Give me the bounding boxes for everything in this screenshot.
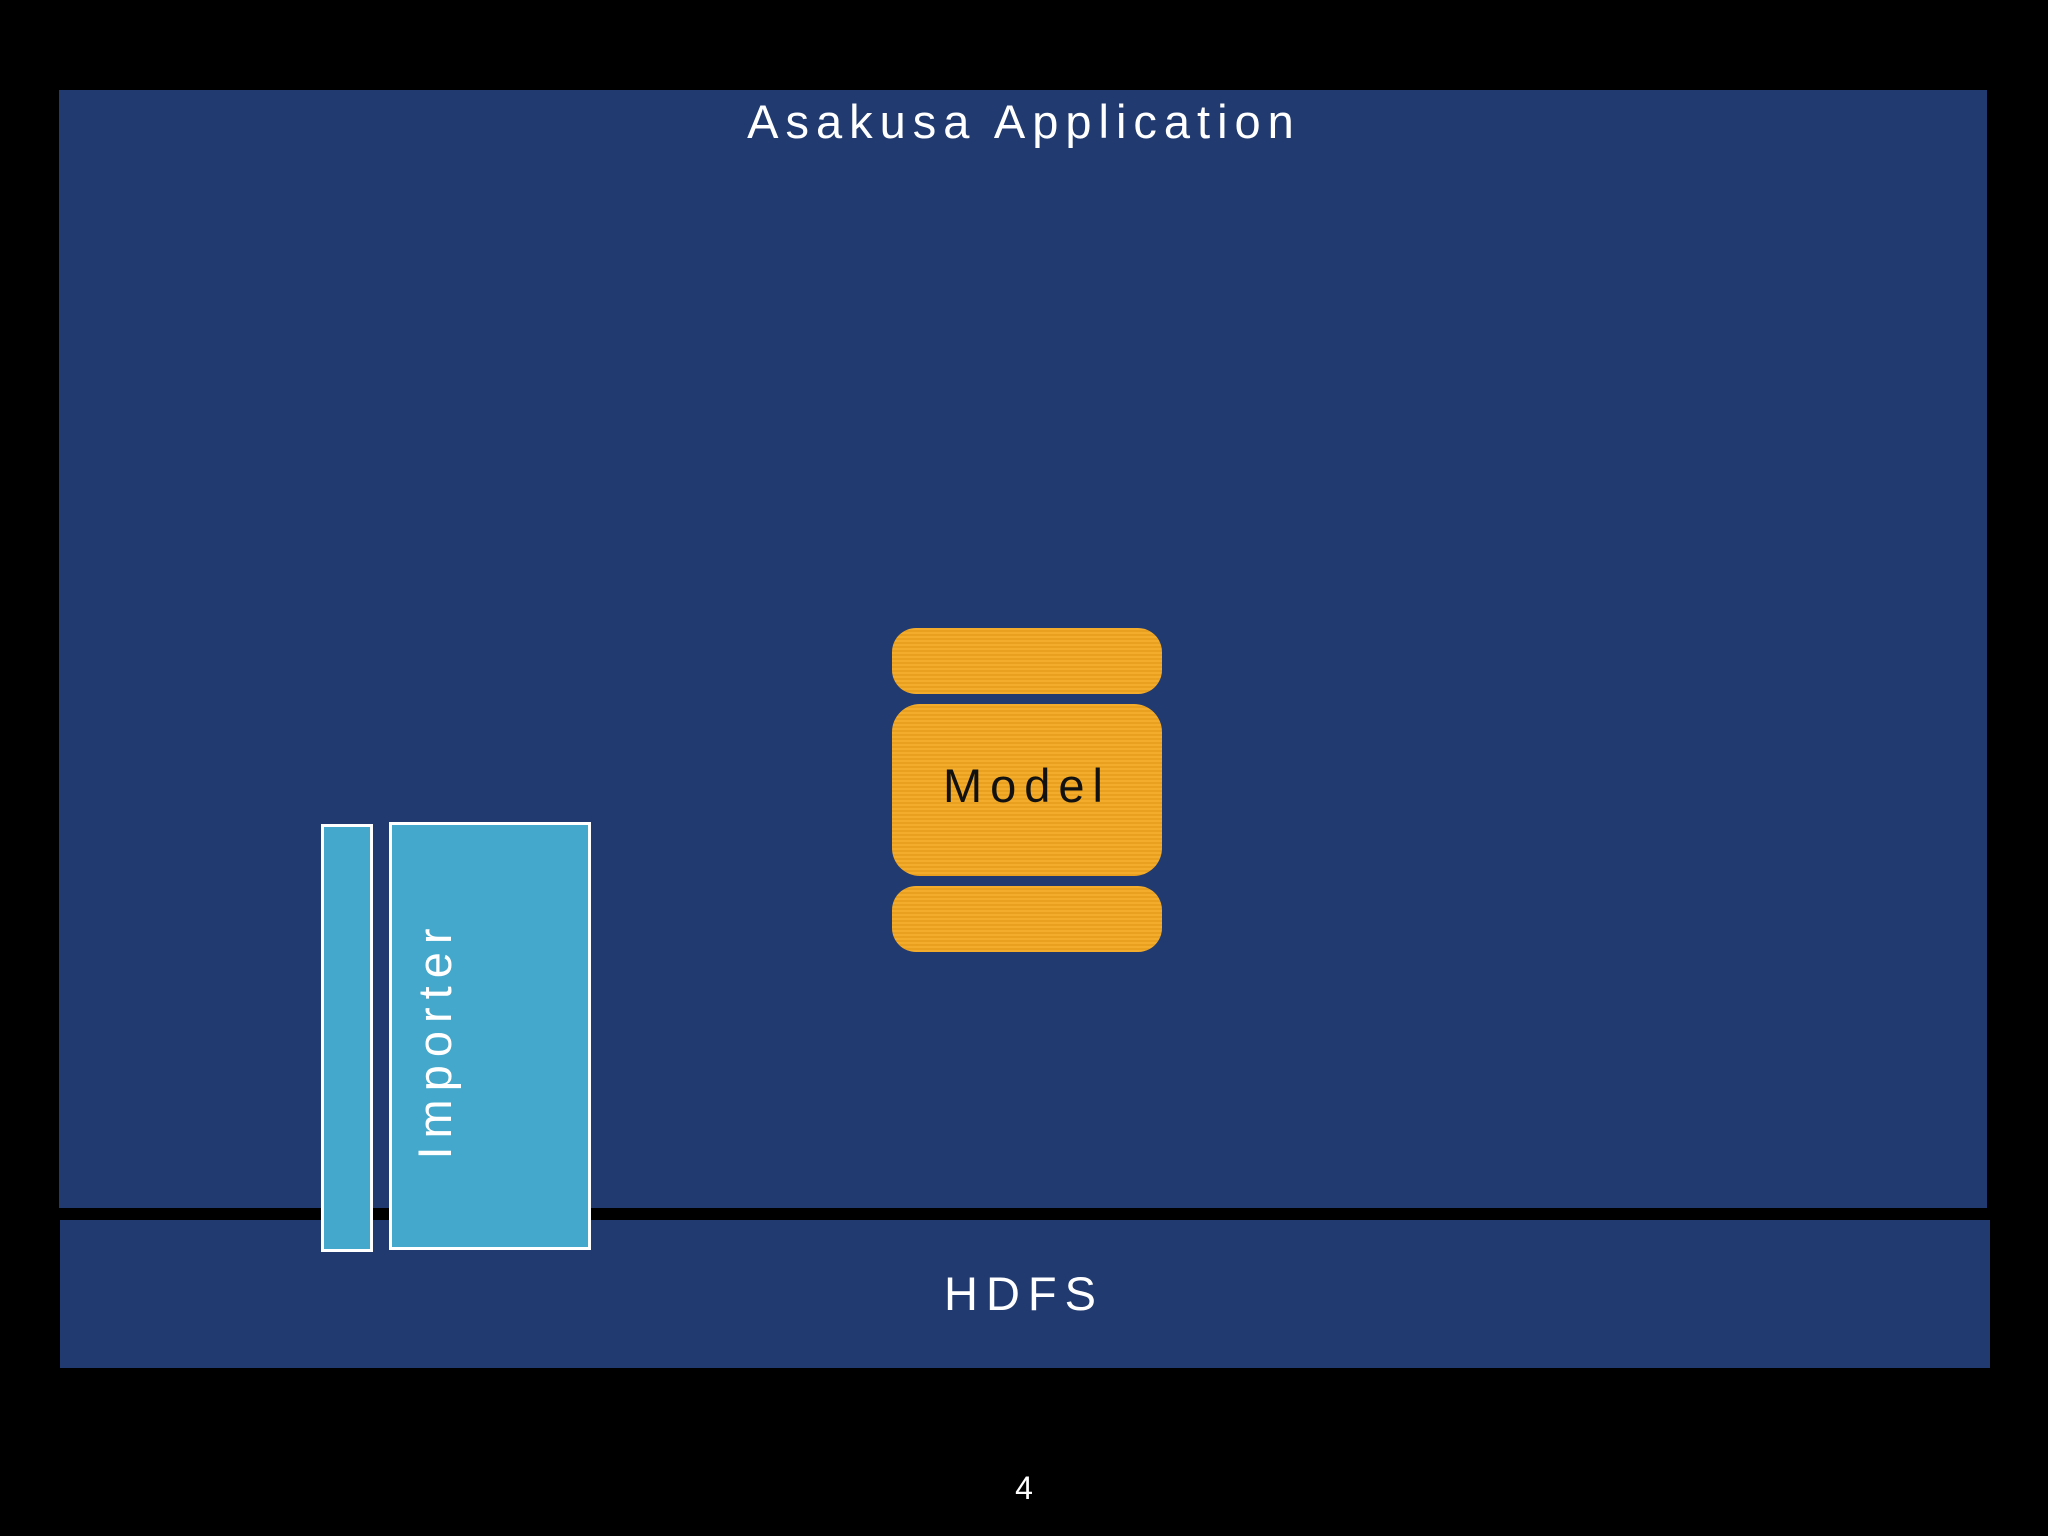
model-label: Model (942, 759, 1111, 812)
importer-side-strip (321, 824, 373, 1252)
hdfs-label: HDFS (944, 1267, 1104, 1320)
application-title: Asakusa Application (747, 95, 1301, 148)
page-number: 4 (1015, 1470, 1033, 1506)
importer-block (389, 822, 591, 1250)
hdfs-panel (60, 1220, 1990, 1368)
model-top-bar (892, 628, 1162, 694)
model-bottom-bar (892, 886, 1162, 952)
importer-label: Importer (408, 920, 461, 1160)
model-block (892, 704, 1162, 876)
